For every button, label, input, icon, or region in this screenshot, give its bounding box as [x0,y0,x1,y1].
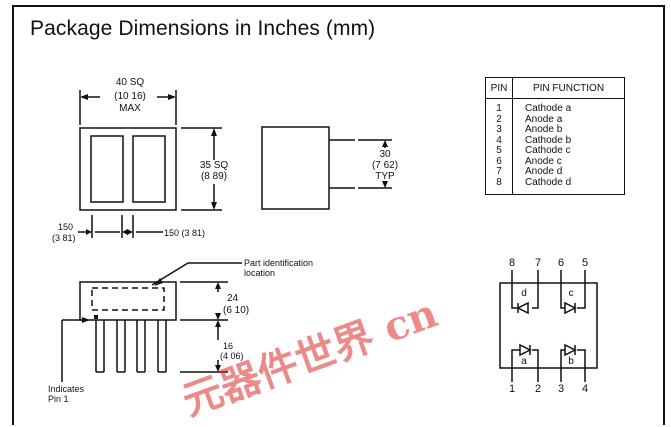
lead-spacing-dim-3: TYP [375,171,395,182]
pin-function: Cathode d [512,177,625,195]
schematic-pin-5: 5 [581,257,589,269]
top-view-window-right [132,135,166,203]
body-height-dim-1: 24 [227,293,239,304]
side-view-body [261,126,330,210]
top-width-dim-2: (10 16) [114,91,146,102]
top-width-dim-1: 40 SQ [115,77,145,88]
pin-function: Anode a [512,114,625,125]
right-spacing-dim: 150 (3 81) [164,228,206,238]
pin-function: Anode d [512,166,625,178]
front-view-body [79,281,177,321]
function-column-header: PIN FUNCTION [512,77,625,99]
diode-label-a: a [521,356,527,367]
part-id-note-1: Part identification [244,258,314,268]
schematic-pin-4: 4 [581,383,589,395]
pin-function: Anode b [512,124,625,136]
pin-number: 1 [485,98,513,115]
top-width-dim-3: MAX [119,103,141,114]
drawing-frame [12,5,665,425]
diode-label-b: b [568,356,574,367]
pin-number: 5 [485,145,513,157]
pin-function: Cathode a [512,98,625,115]
lead-length-dim-2: (4 06) [220,351,244,361]
pin-number: 3 [485,124,513,136]
left-spacing-dim-2: (3 81) [52,233,76,243]
diode-label-c: c [568,288,574,299]
top-height-dim-1: 35 SQ [199,160,229,171]
left-spacing-dim-1: 150 [58,222,74,232]
top-height-dim-2: (8 89) [200,171,228,182]
diode-label-d: d [521,288,527,299]
pin-number: 7 [485,166,513,178]
schematic-pin-2: 2 [534,383,542,395]
part-id-area [91,287,165,311]
pin1-marker [94,315,98,319]
lead-spacing-dim-2: (7 62) [371,160,399,171]
pin1-note-2: Pin 1 [48,394,69,404]
schematic-pin-3: 3 [557,383,565,395]
top-view-body [79,127,177,211]
part-id-note-2: location [244,268,276,278]
page-title: Package Dimensions in Inches (mm) [30,17,376,40]
schematic-pin-8: 8 [508,257,516,269]
schematic-pin-6: 6 [557,257,565,269]
pin-function: Cathode b [512,135,625,146]
pin-column-header: PIN [485,77,513,99]
body-height-dim-2: (6 10) [223,305,250,316]
top-view-window-left [90,135,124,203]
pin-number: 8 [485,177,513,195]
pin1-note-1: Indicates [48,384,85,394]
schematic-body [499,282,598,369]
pin-function: Anode c [512,156,625,167]
schematic-pin-1: 1 [508,383,516,395]
schematic-pin-7: 7 [534,257,542,269]
pin-function: Cathode c [512,145,625,157]
lead-spacing-dim-1: 30 [379,149,391,160]
lead-length-dim-1: 16 [223,341,234,351]
